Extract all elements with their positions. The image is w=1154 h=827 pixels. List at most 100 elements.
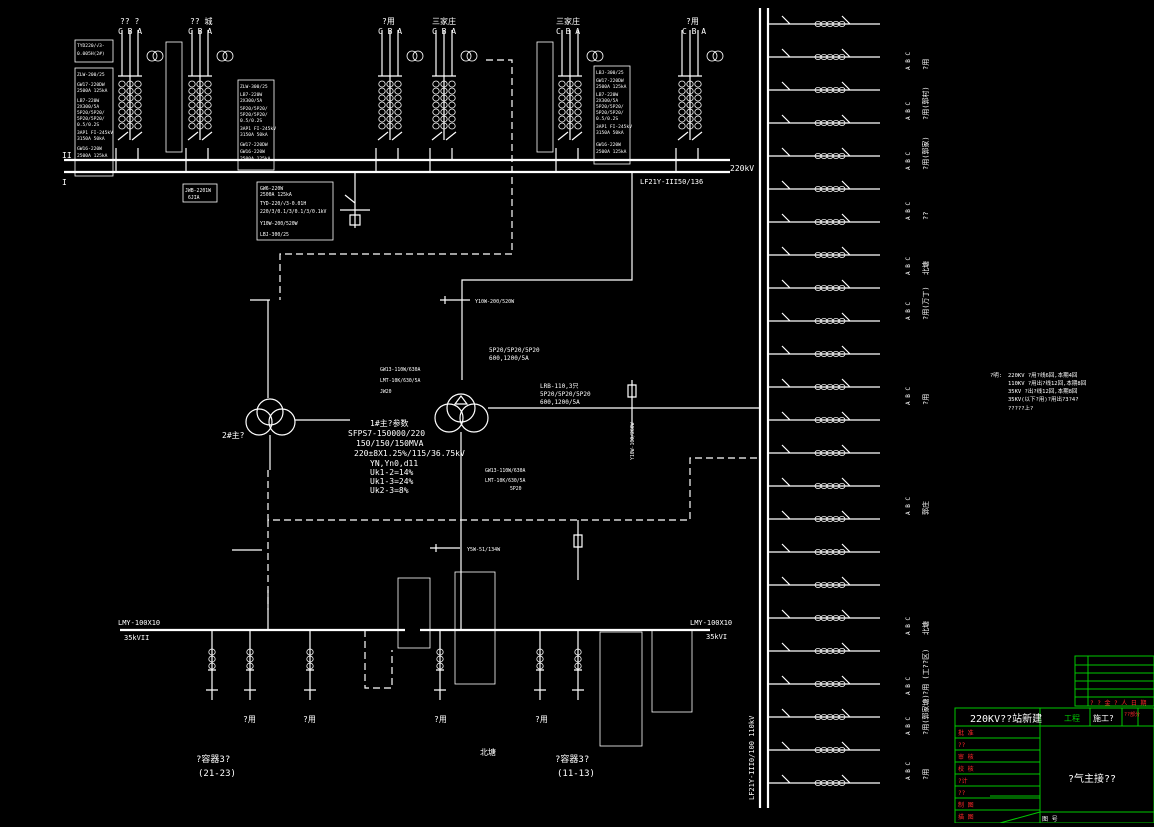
ct-coil bbox=[432, 108, 440, 116]
ct-coil bbox=[378, 101, 386, 109]
bay-breaker bbox=[115, 75, 143, 172]
ct-coil bbox=[432, 87, 440, 95]
main-transformer-symbol bbox=[434, 393, 489, 433]
spec-text: 3AP1 FI-245kV bbox=[240, 126, 276, 132]
35kv-spec-box bbox=[651, 629, 693, 713]
title-row-label: ?计 bbox=[958, 777, 968, 785]
ct-coil bbox=[134, 115, 142, 123]
ct-coil bbox=[208, 655, 216, 663]
ct-coil bbox=[678, 115, 686, 123]
bay-phase-5: C B A bbox=[556, 27, 580, 36]
ct-coil bbox=[378, 87, 386, 95]
spec-text: 0.005H(2#) bbox=[77, 51, 105, 57]
spec-text: 2500A 125kA bbox=[596, 149, 627, 155]
spec-text: GW17-220DW bbox=[77, 82, 105, 88]
ct-coil bbox=[134, 80, 142, 88]
bay-phase-2: C B A bbox=[188, 27, 212, 36]
project-name: 220KV??站新建 bbox=[970, 712, 1042, 725]
spec-text: 2500A 125kA bbox=[77, 88, 108, 94]
ct-coil bbox=[208, 648, 216, 656]
35kv-feeder-4 bbox=[434, 630, 446, 700]
spec-text: 6JIA bbox=[188, 195, 200, 201]
110kv-feeder-name: ?用(郭家) bbox=[921, 136, 930, 170]
ct-coil bbox=[378, 122, 386, 130]
spec-text: GW16-220W bbox=[240, 149, 265, 155]
ct-coil bbox=[838, 317, 846, 324]
ct-coil bbox=[838, 185, 846, 192]
110kv-feeder-9 bbox=[768, 279, 880, 291]
phase-label: A B C bbox=[905, 257, 912, 275]
phase-label: A B C bbox=[905, 717, 912, 735]
arrester-label: Y5W-51/134W bbox=[467, 547, 501, 553]
ct-coil bbox=[678, 122, 686, 130]
spec-text: LBJ-300/25 bbox=[260, 232, 289, 238]
spec-text: 3AP1 FI-245kV bbox=[77, 130, 113, 136]
notes-title: ?明: bbox=[990, 372, 1002, 379]
110kv-feeder-name: ?用(郭家塘) bbox=[921, 694, 930, 735]
spec-text: 220/3/0.1/3/0.1/3/0.1kV bbox=[260, 209, 327, 215]
ct-coil bbox=[134, 94, 142, 102]
ct-coil bbox=[436, 655, 444, 663]
110kv-feeder-2 bbox=[768, 48, 880, 61]
35kv-feeder-3 bbox=[304, 630, 316, 700]
arrester-symbol bbox=[430, 544, 460, 552]
110kv-feeder-name: ?用 bbox=[922, 59, 930, 70]
spec-text: 2X300/5A bbox=[240, 98, 262, 104]
lrb-label: 600,1200/5A bbox=[540, 399, 580, 406]
trafo-ratio: 220±8X1.25%/115/36.75kV bbox=[354, 449, 465, 458]
feeder-line bbox=[572, 630, 584, 700]
220kv-bay-1 bbox=[115, 30, 164, 172]
ct-coil bbox=[204, 94, 212, 102]
trafo-model: SFPS7-150000/220 bbox=[348, 429, 425, 438]
feeder-line bbox=[768, 444, 880, 454]
ct-coil bbox=[574, 115, 582, 123]
lrb-label: 5P20/5P20/5P20 bbox=[540, 391, 591, 398]
ct-coil bbox=[694, 108, 702, 116]
lrb-label: LRB-110,3只 bbox=[540, 383, 579, 390]
bay-label-2: ?? 城 bbox=[190, 17, 212, 26]
110kv-feeder-name: ?用(郭村) bbox=[921, 86, 930, 120]
spec-text: 5P20/5P20/ bbox=[240, 112, 268, 118]
phase-label: A B C bbox=[905, 202, 912, 220]
bay-phase-3: C B A bbox=[378, 27, 402, 36]
bus-ii-label: II bbox=[62, 151, 72, 160]
main-transformer-feeder bbox=[461, 172, 633, 380]
revision-header: ? ? 金 ? 人 日 期 bbox=[1090, 699, 1147, 707]
ct-coil bbox=[118, 122, 126, 130]
110kv-feeder-6 bbox=[768, 180, 880, 192]
110kv-feeder-name: ?用 (工??区) bbox=[922, 649, 930, 695]
spec-text: 5P20/5P20/ bbox=[240, 106, 268, 112]
dashed-link-1 bbox=[279, 59, 513, 300]
ct-coil bbox=[188, 108, 196, 116]
ct-coil bbox=[838, 582, 846, 589]
spec-text: 0.5/0.2S bbox=[77, 122, 99, 128]
ct-coil bbox=[118, 101, 126, 109]
ct-coil bbox=[448, 101, 456, 109]
spec-text: GW17-220DW bbox=[596, 78, 624, 84]
feeder-label: 北塘 bbox=[480, 747, 496, 757]
ct-label: 5P20/5P20/5P20 bbox=[489, 347, 540, 354]
ct-coil bbox=[694, 94, 702, 102]
35kv-spec-box bbox=[599, 631, 643, 747]
ct-coil bbox=[838, 383, 846, 390]
feeder-line bbox=[768, 411, 880, 421]
110kv-feeder-15 bbox=[768, 477, 880, 489]
ct-coil bbox=[432, 122, 440, 130]
110kv-feeder-11 bbox=[768, 345, 880, 357]
bay-label-6: ?用 bbox=[686, 17, 699, 26]
arrester-label: Y10W-200/520W bbox=[475, 299, 515, 305]
design-stage: 施工? bbox=[1093, 713, 1114, 723]
feeder-line bbox=[768, 15, 880, 25]
ct-coil bbox=[558, 94, 566, 102]
110kv-feeder-24 bbox=[768, 774, 880, 787]
spec-text: Y10W-100/260W bbox=[630, 422, 636, 460]
design-stage-part: ??部分 bbox=[1124, 711, 1140, 718]
ct-coil bbox=[838, 54, 846, 61]
ct-coil bbox=[694, 115, 702, 123]
110kv-feeder-4 bbox=[768, 114, 880, 127]
phase-label: A B C bbox=[905, 52, 912, 70]
feeder-line bbox=[768, 378, 880, 388]
feeder-line bbox=[768, 609, 880, 619]
ct-coil bbox=[574, 101, 582, 109]
